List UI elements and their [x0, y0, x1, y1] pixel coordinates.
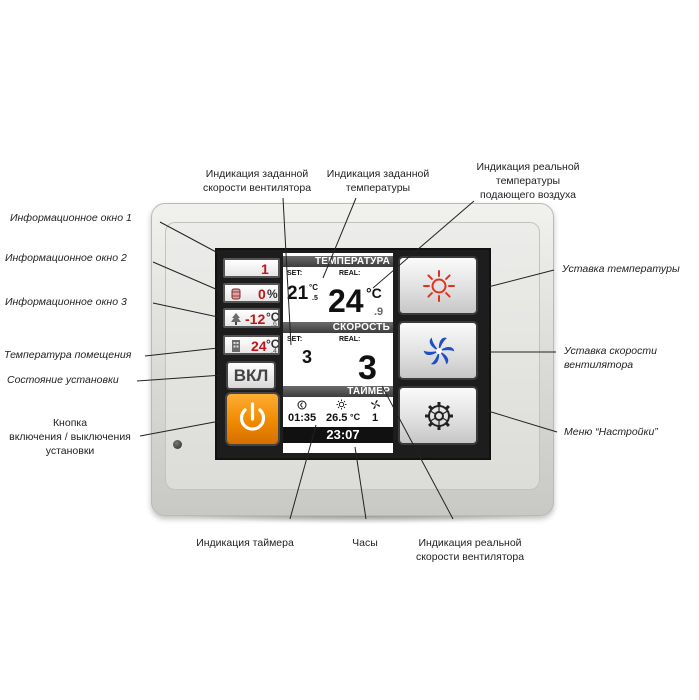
- info-window-2-unit: %: [267, 287, 278, 301]
- room-temperature-decimal: .4: [271, 348, 277, 355]
- label-unit-state: Состояние установки: [7, 374, 119, 386]
- speed-real-value: 3: [358, 349, 377, 387]
- label-temp-real-line2: температуры: [495, 175, 561, 187]
- gear-icon: [425, 402, 453, 430]
- unit-state-indicator[interactable]: ВКЛ: [226, 361, 276, 390]
- label-temp-set-line2: температуры: [345, 182, 411, 194]
- timer-time: 01:35: [288, 412, 317, 424]
- label-info-window-2: Информационное окно 2: [5, 252, 127, 264]
- room-temperature-unit: °C: [266, 337, 280, 351]
- label-fan-set: Индикация заданной скорости вентилятора: [182, 167, 332, 195]
- temperature-set-value: 21: [287, 283, 309, 304]
- label-temp-set-line1: Индикация заданной: [326, 168, 430, 180]
- label-fan-set-line2: скорости вентилятора: [202, 182, 312, 194]
- label-fan-real: Индикация реальной скорости вентилятора: [395, 536, 545, 564]
- room-temperature-window[interactable]: 24 °C .4: [223, 335, 280, 355]
- label-fan-real-line1: Индикация реальной: [418, 537, 522, 549]
- label-fan-set-line1: Индикация заданной: [205, 168, 309, 180]
- label-temp-real-line1: Индикация реальной: [476, 161, 580, 173]
- temperature-real-decimal: .9: [374, 306, 384, 318]
- label-timer: Индикация таймера: [196, 537, 294, 549]
- fan-speed-setpoint-button[interactable]: [398, 321, 478, 380]
- label-temp-real-line3: подающего воздуха: [480, 189, 576, 201]
- info-window-1[interactable]: 1: [223, 258, 280, 278]
- fan-small-icon: [371, 400, 380, 409]
- temperature-real-label: REAL:: [339, 270, 361, 277]
- fan-icon: [423, 337, 455, 365]
- timer-header: ТАЙМЕР: [283, 386, 393, 397]
- info-window-2-value: 0: [258, 286, 266, 302]
- label-room-temperature: Температура помещения: [4, 349, 132, 361]
- info-window-3-value: -12: [245, 311, 266, 327]
- label-temperature-setpoint: Уставка температуры: [562, 263, 680, 275]
- temperature-set-unit: °C: [309, 283, 318, 292]
- label-temp-real: Индикация реальной температуры подающего…: [453, 160, 603, 202]
- temperature-setpoint-button[interactable]: [398, 256, 478, 315]
- sun-small-icon: [336, 399, 347, 410]
- info-window-3-decimal: .6: [271, 321, 277, 328]
- label-power-line2: включения / выключения: [9, 431, 131, 443]
- settings-menu-button[interactable]: [398, 386, 478, 445]
- label-fan-setpoint-line1: Уставка скорости: [564, 345, 657, 357]
- label-fan-setpoint-line2: вентилятора: [564, 359, 634, 371]
- info-window-3[interactable]: -12 °C .6: [223, 308, 280, 328]
- status-led: [173, 440, 182, 449]
- timer-temperature: 26.5: [326, 412, 348, 424]
- label-clock: Часы: [352, 537, 378, 549]
- label-info-window-3: Информационное окно 3: [5, 296, 127, 308]
- label-fan-real-line2: скорости вентилятора: [415, 551, 525, 563]
- room-temperature-value: 24: [251, 338, 267, 354]
- label-settings-menu: Меню “Настройки”: [564, 426, 658, 438]
- info-window-1-value: 1: [261, 261, 269, 277]
- building-icon: [232, 340, 240, 352]
- clock-display: 23:07: [326, 427, 360, 442]
- label-power-line3: установки: [45, 445, 95, 457]
- temperature-header: ТЕМПЕРАТУРА: [283, 256, 393, 267]
- label-temp-set: Индикация заданной температуры: [318, 167, 438, 195]
- speed-set-label: SET:: [287, 336, 303, 343]
- temperature-set-label: SET:: [287, 270, 303, 277]
- power-button[interactable]: [225, 392, 280, 446]
- temperature-real-value: 24: [328, 283, 364, 319]
- timer-temperature-unit: °C: [350, 412, 361, 422]
- label-power-line1: Кнопка: [52, 417, 88, 429]
- temperature-real-unit: °C: [366, 285, 382, 301]
- temperature-set-decimal: .5: [312, 295, 318, 302]
- label-fan-setpoint: Уставка скорости вентилятора: [564, 344, 657, 372]
- info-window-3-unit: °C: [266, 310, 280, 324]
- label-power-button: Кнопка включения / выключения установки: [0, 416, 140, 458]
- sun-icon: [423, 270, 455, 302]
- clock-icon: [297, 400, 307, 410]
- timer-fan-speed: 1: [372, 412, 379, 424]
- clock-bar: [283, 427, 393, 443]
- power-icon: [239, 402, 266, 431]
- speed-header: СКОРОСТЬ: [283, 322, 393, 333]
- info-window-2[interactable]: 0 %: [223, 283, 280, 303]
- speed-real-label: REAL:: [339, 336, 361, 343]
- label-info-window-1: Информационное окно 1: [10, 212, 132, 224]
- filter-icon: [231, 288, 241, 300]
- speed-set-value: 3: [302, 347, 313, 367]
- tree-icon: [231, 313, 241, 325]
